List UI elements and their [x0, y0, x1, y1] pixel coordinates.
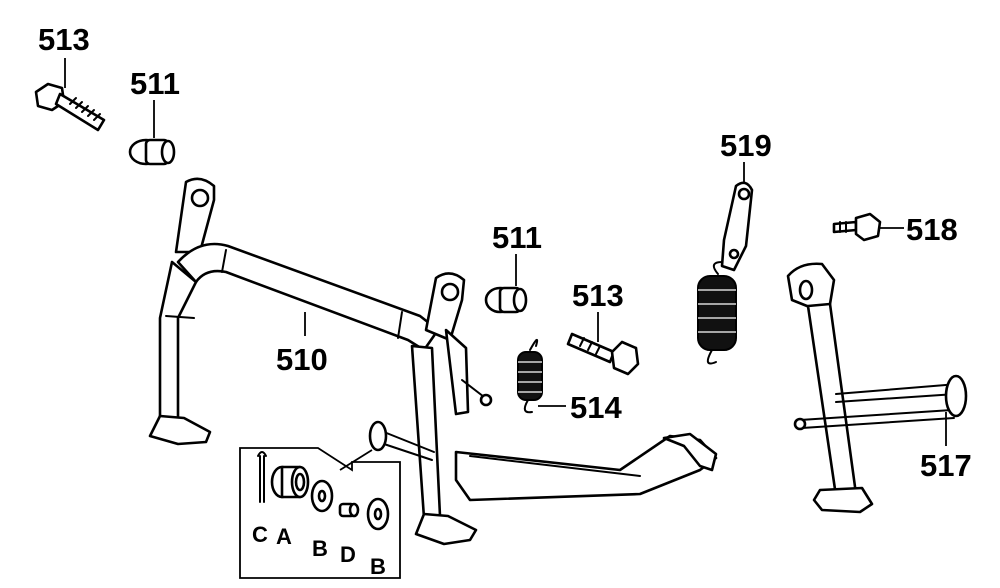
label-kit-b1: B: [312, 536, 328, 561]
label-kit-d: D: [340, 542, 356, 567]
label-kit-b2: B: [370, 554, 386, 579]
label-518: 518: [906, 212, 958, 247]
bolt-513-mid: [566, 332, 640, 376]
collar-511-top: [128, 138, 176, 166]
side-stand-517: [786, 262, 968, 514]
label-519: 519: [720, 128, 772, 163]
spring-514: [517, 339, 543, 414]
collar-511-mid: [484, 286, 528, 314]
label-kit-c: C: [252, 522, 268, 547]
bolt-518: [832, 212, 882, 242]
label-510: 510: [276, 342, 328, 377]
label-513-mid: 513: [572, 278, 624, 313]
label-511-top: 511: [130, 66, 180, 101]
center-stand-510: [148, 177, 718, 546]
label-kit-a: A: [276, 524, 292, 549]
label-514: 514: [570, 390, 622, 425]
hardware-kit-box: [239, 447, 401, 579]
label-513-top: 513: [38, 22, 90, 57]
label-517: 517: [920, 448, 972, 483]
label-511-mid: 511: [492, 220, 542, 255]
spring-plate-519: [697, 181, 754, 365]
bolt-513-top: [34, 82, 106, 132]
